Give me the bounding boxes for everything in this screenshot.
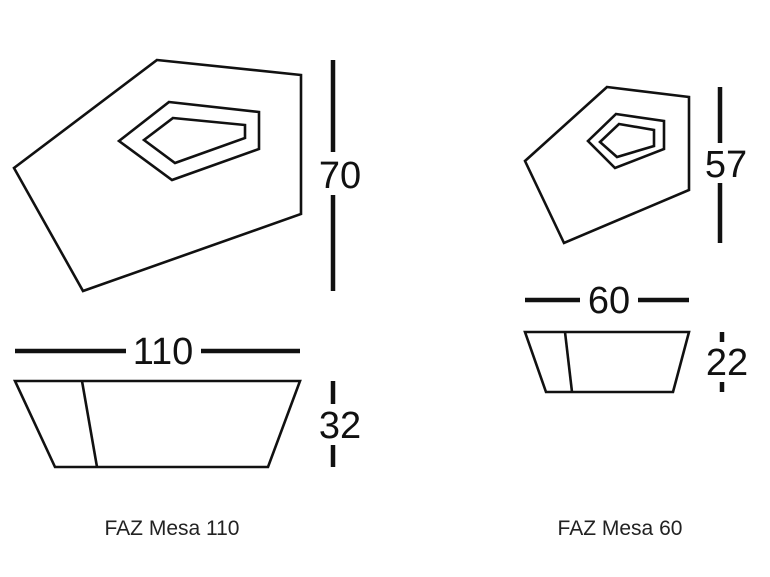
faz-mesa-60-drawing: 57 60 22 FAZ Mesa 60: [523, 85, 748, 540]
top-view-innermost-outline: [598, 122, 656, 159]
product-caption: FAZ Mesa 110: [104, 517, 239, 540]
top-view-outline: [12, 58, 303, 293]
top-view-inner-outline: [116, 100, 261, 182]
depth-dimension-label: 57: [705, 144, 747, 186]
side-view-outline: [12, 379, 302, 469]
faz-mesa-110-drawing: 70 110 32 FAZ Mesa 110: [12, 58, 361, 540]
side-view-seam: [563, 331, 574, 393]
top-view-outline: [523, 85, 691, 245]
depth-dimension-label: 70: [319, 155, 361, 197]
top-view-inner-outline: [586, 112, 666, 170]
top-view-innermost-outline: [141, 116, 247, 165]
width-dimension-label: 110: [133, 331, 194, 373]
height-dimension-label: 22: [706, 342, 748, 384]
product-caption: FAZ Mesa 60: [558, 517, 683, 540]
side-view-seam: [80, 380, 99, 468]
width-dimension-label: 60: [588, 280, 630, 322]
side-view-outline: [523, 330, 691, 394]
height-dimension-label: 32: [319, 405, 361, 447]
